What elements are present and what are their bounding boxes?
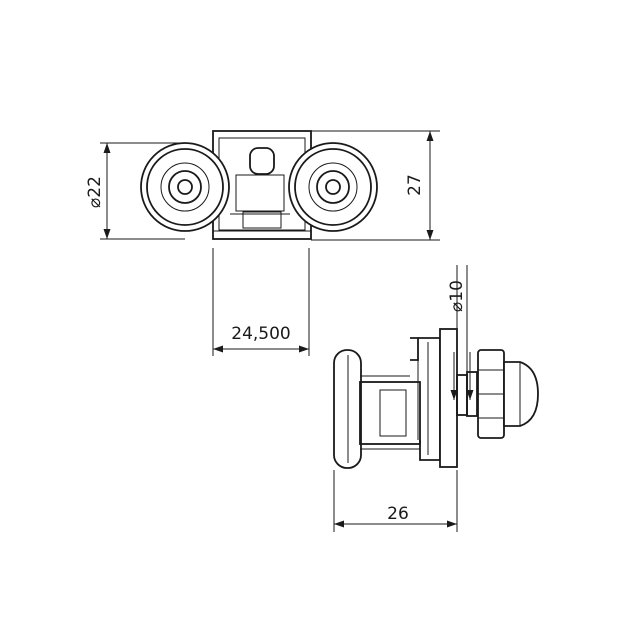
side-width-dimension: 26 [333,470,458,532]
front-height-dimension: 27 [311,130,440,241]
left-wheel [140,142,230,232]
nut-and-cap [477,349,539,439]
side-diameter-dimension: ⌀10 [447,265,474,400]
front-view: ⌀22 27 24,500 [85,130,440,356]
front-diameter-dimension: ⌀22 [85,142,185,240]
screw-shaft [456,371,478,417]
center-distance-dimension: 24,500 [212,248,310,356]
side-wheel [333,349,362,469]
side-view: ⌀10 26 [333,265,539,532]
side-width-label: 26 [387,504,409,524]
front-height-label: 27 [405,174,425,196]
side-diameter-label: ⌀10 [447,280,467,312]
side-bracket [410,337,441,461]
right-wheel [288,142,378,232]
side-hub [359,375,421,450]
front-diameter-label: ⌀22 [85,176,105,208]
center-distance-label: 24,500 [231,324,290,344]
